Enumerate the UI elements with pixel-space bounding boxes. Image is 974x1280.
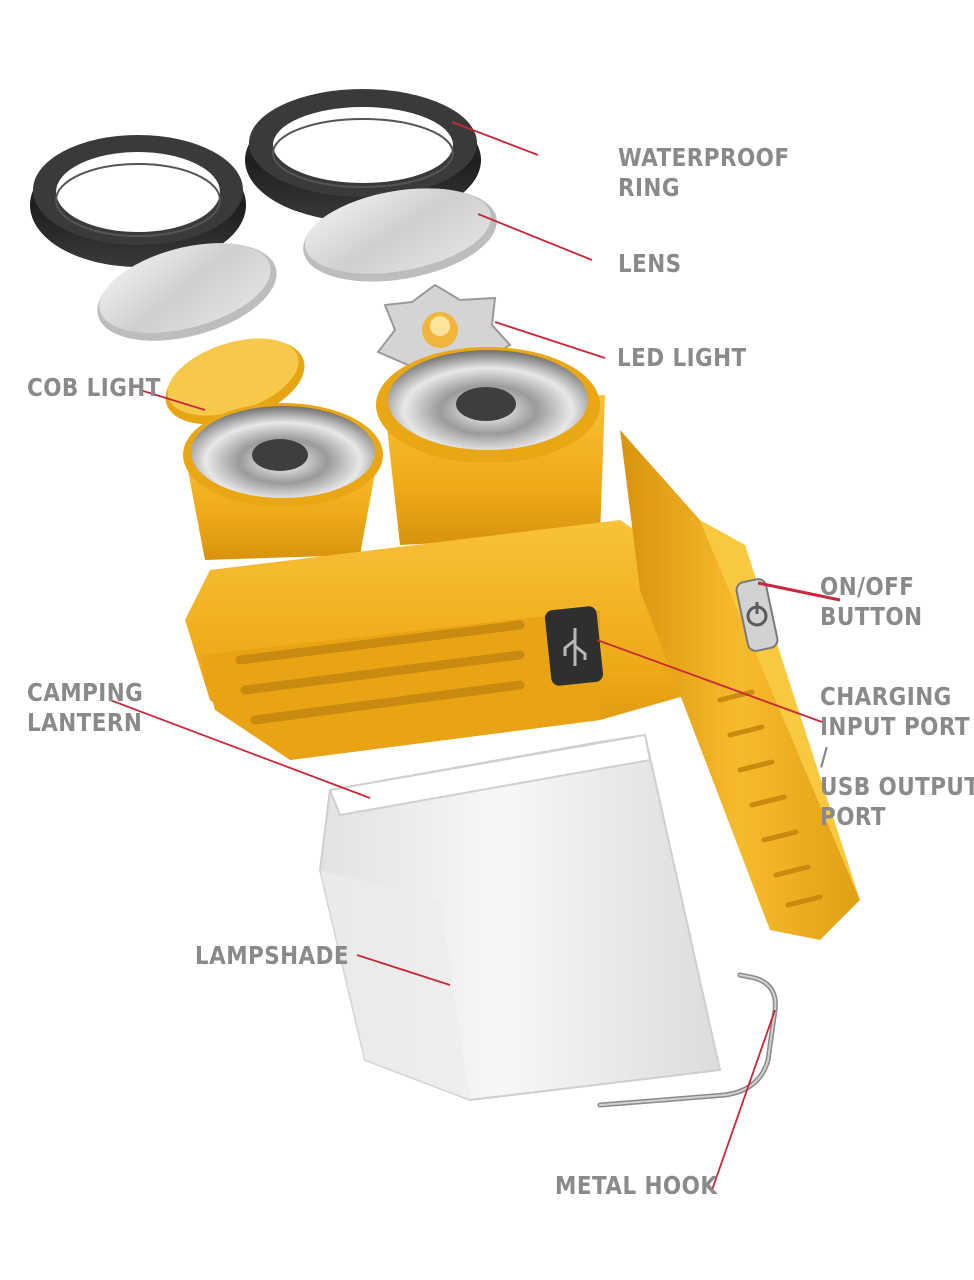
label-line: LENS bbox=[618, 249, 682, 278]
label-cob-light: COB LIGHT bbox=[27, 373, 161, 403]
on-off-button bbox=[735, 578, 779, 652]
label-waterproof-ring: WATERPROOF RING bbox=[618, 143, 789, 203]
label-led-light: LED LIGHT bbox=[617, 343, 747, 373]
leader-led-light bbox=[494, 321, 606, 359]
leader-lens bbox=[477, 213, 593, 261]
label-charging-port: CHARGING INPUT PORT / USB OUTPUT PORT bbox=[820, 682, 974, 832]
label-lens: LENS bbox=[618, 249, 682, 279]
label-line: RING bbox=[618, 173, 680, 202]
usb-icon bbox=[563, 628, 587, 666]
label-line: / bbox=[820, 742, 829, 771]
label-line: LANTERN bbox=[27, 708, 143, 737]
label-line: ON/OFF bbox=[820, 572, 915, 601]
leader-on-off-button bbox=[757, 581, 841, 602]
lantern-body bbox=[185, 520, 705, 760]
waterproof-ring-left bbox=[30, 135, 246, 267]
leader-camping-lantern bbox=[109, 699, 371, 799]
power-icon bbox=[746, 602, 768, 627]
lampshade bbox=[318, 733, 722, 1102]
label-on-off-button: ON/OFF BUTTON bbox=[820, 572, 923, 632]
leader-charging-port bbox=[596, 639, 823, 723]
cob-light-plate bbox=[165, 338, 305, 425]
leader-metal-hook bbox=[711, 1009, 776, 1191]
leader-lampshade bbox=[356, 954, 451, 986]
metal-hook bbox=[597, 972, 778, 1108]
label-line: COB LIGHT bbox=[27, 373, 161, 402]
label-line: CHARGING bbox=[820, 682, 952, 711]
label-line: PORT bbox=[820, 802, 887, 831]
label-line: USB OUTPUT bbox=[820, 772, 974, 801]
label-line: WATERPROOF bbox=[618, 143, 790, 172]
label-lampshade: LAMPSHADE bbox=[195, 941, 349, 971]
lens-left bbox=[97, 243, 277, 341]
lamp-head-right bbox=[376, 347, 605, 545]
lantern-handle bbox=[620, 430, 860, 940]
leader-waterproof-ring bbox=[451, 121, 539, 156]
leader-cob-light bbox=[139, 389, 206, 411]
label-line: METAL HOOK bbox=[555, 1171, 718, 1200]
lens-right bbox=[303, 188, 497, 282]
label-camping-lantern: CAMPING LANTERN bbox=[27, 678, 143, 738]
label-line: LAMPSHADE bbox=[195, 941, 350, 970]
label-line: CAMPING bbox=[27, 678, 144, 707]
lamp-head-left bbox=[183, 403, 383, 560]
leader-lines bbox=[109, 121, 841, 1191]
label-line: LED LIGHT bbox=[617, 343, 747, 372]
label-line: BUTTON bbox=[820, 602, 923, 631]
label-line: INPUT PORT bbox=[820, 712, 970, 741]
label-metal-hook: METAL HOOK bbox=[555, 1171, 717, 1201]
